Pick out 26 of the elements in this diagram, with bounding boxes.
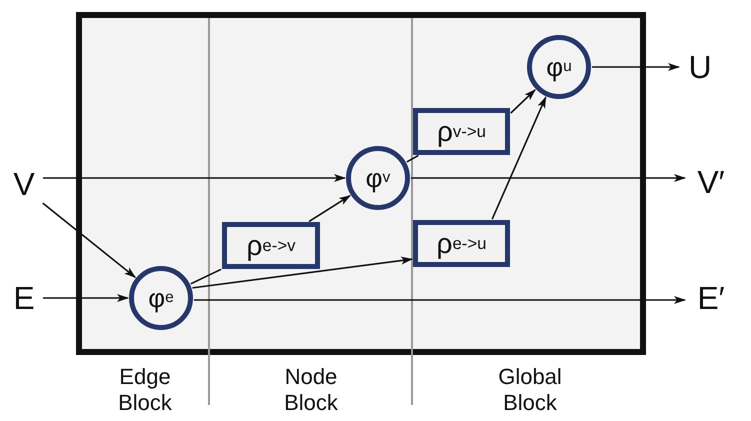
variable-label: E′ (686, 276, 736, 320)
block-label: Node Block (283, 364, 339, 416)
variable-label: U (680, 45, 720, 89)
variable-label: E (6, 276, 42, 320)
variable-label: V′ (686, 160, 736, 204)
arrow (43, 174, 346, 182)
arrow (308, 194, 351, 222)
aggregation-box: ρ$^{e->v}$ (222, 222, 320, 269)
connector-line (190, 268, 222, 284)
aggregation-box: ρ$^{v->u}$ (413, 108, 510, 155)
variable-label: V (6, 162, 42, 206)
aggregation-box: ρ$^{e->u}$ (413, 220, 510, 267)
connector-line (406, 154, 419, 163)
arrow (194, 296, 686, 304)
function-circle: φ$^{e}$ (129, 266, 193, 330)
function-circle: φ$^{v}$ (346, 146, 410, 210)
function-circle: φ$^{u}$ (527, 35, 591, 99)
block-label: Global Block (497, 364, 563, 416)
arrow (592, 63, 680, 71)
arrow (192, 256, 413, 289)
block-label: Edge Block (117, 364, 173, 416)
arrow (411, 174, 686, 182)
arrow (510, 89, 536, 114)
arrow (491, 96, 546, 220)
arrow (42, 202, 136, 278)
arrow (43, 294, 129, 302)
